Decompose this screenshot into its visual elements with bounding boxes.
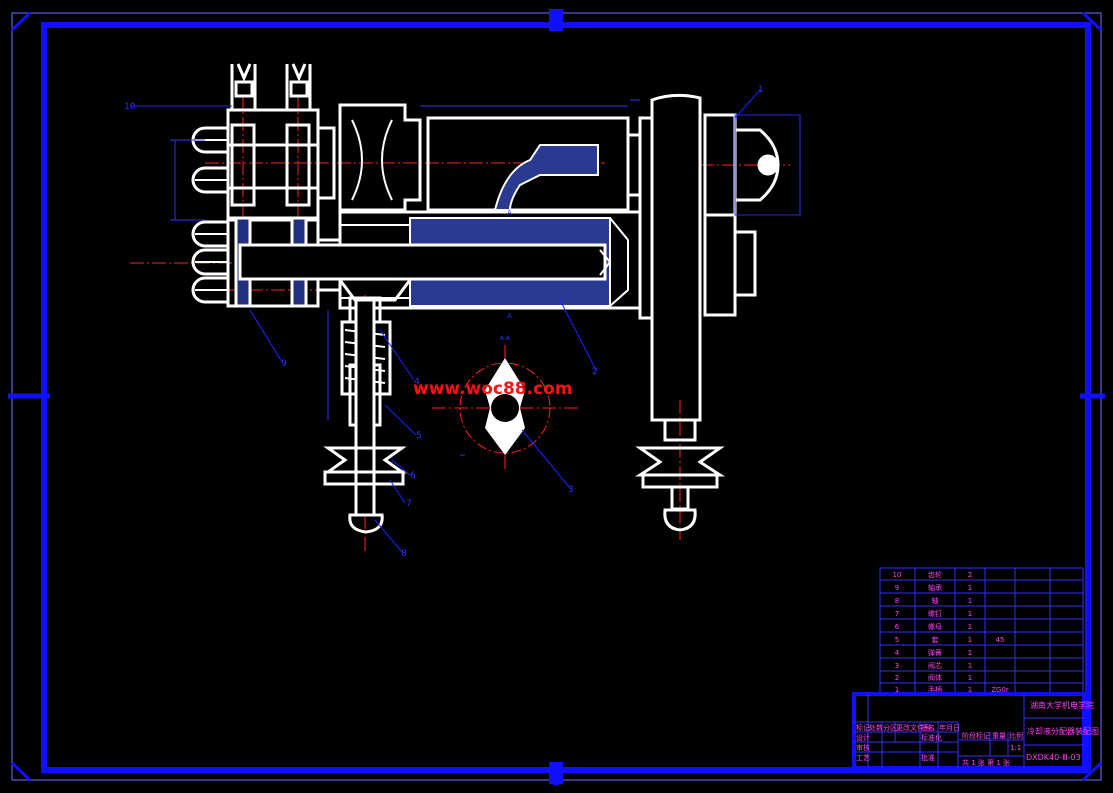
section-title: A-A xyxy=(500,335,511,342)
row-qty: 1 xyxy=(968,584,972,592)
parts-list-text: 10 齿轮 2 9 轴承 1 8 轴 1 7 螺钉 1 6 螺母 1 5 套 1… xyxy=(893,570,1009,694)
tb-label: 批准 xyxy=(921,753,935,762)
row-qty: 1 xyxy=(968,610,972,618)
row-no: 9 xyxy=(895,584,899,592)
row-no: 3 xyxy=(895,662,899,670)
valve-body xyxy=(238,103,642,310)
callout-5: 5 xyxy=(416,431,422,441)
tb-label: 比例 xyxy=(1009,731,1023,740)
callout-6: 6 xyxy=(410,471,416,481)
row-no: 7 xyxy=(895,610,899,618)
row-no: 2 xyxy=(895,674,899,682)
row-name: 螺母 xyxy=(928,622,942,631)
spring-plunger xyxy=(323,296,407,534)
callout-labels: 10 1 2 4 5 6 7 8 3 9 A A A-A xyxy=(124,85,764,559)
row-name: 套 xyxy=(932,635,939,644)
tb-label: 标准化 xyxy=(921,733,942,742)
section-mark-top: A xyxy=(507,209,512,217)
row-qty: 1 xyxy=(968,597,972,605)
row-qty: 1 xyxy=(968,674,972,682)
tb-drawing-code: DXDK40-Ⅲ-03 xyxy=(1026,753,1081,762)
row-name: 阀体 xyxy=(928,673,942,682)
title-block: 标记 处数 分区 更改文件号 签名 年月日 设计 标准化 阶段标记 重量 比例 … xyxy=(852,692,1099,770)
tb-label: 阶段标记 xyxy=(962,731,990,740)
tb-scale: 1:1 xyxy=(1010,744,1021,752)
row-name: 齿轮 xyxy=(928,570,942,579)
tb-label: 签名 xyxy=(921,723,935,732)
section-a-a xyxy=(459,358,551,455)
row-name: 轴 xyxy=(932,596,939,605)
tb-label: 年月日 xyxy=(939,723,960,732)
callout-8: 8 xyxy=(401,549,407,559)
row-no: 8 xyxy=(895,597,899,605)
right-assembly xyxy=(634,93,801,532)
callout-2: 2 xyxy=(592,367,598,377)
callout-9: 9 xyxy=(281,359,287,369)
row-name: 螺钉 xyxy=(928,609,942,618)
callout-1: 1 xyxy=(758,85,764,95)
tb-school: 湖南大学机电学院 xyxy=(1030,700,1094,710)
tb-label: 设计 xyxy=(856,733,870,742)
tb-sheet-info: 共 1 张 第 1 张 xyxy=(962,758,1010,767)
leaders xyxy=(130,89,761,553)
tb-label: 处数 xyxy=(869,723,883,732)
callout-7: 7 xyxy=(406,499,412,509)
row-no: 10 xyxy=(893,571,902,579)
row-qty: 1 xyxy=(968,623,972,631)
tb-label: 工艺 xyxy=(856,754,870,762)
row-qty: 1 xyxy=(968,686,972,694)
section-mark-bottom: A xyxy=(507,312,512,320)
row-name: 轴承 xyxy=(928,583,942,592)
tb-label: 更改文件号 xyxy=(896,723,931,732)
parts-list xyxy=(879,567,1084,696)
gear-pair xyxy=(191,63,336,222)
watermark: www.woc88.com xyxy=(413,379,573,399)
callout-10: 10 xyxy=(124,102,136,112)
tb-label: 标记 xyxy=(856,723,870,732)
row-no: 5 xyxy=(895,636,899,644)
row-no: 4 xyxy=(895,649,900,657)
row-note: 45 xyxy=(996,636,1005,644)
row-note: ZG0r xyxy=(991,686,1009,694)
row-name: 弹簧 xyxy=(928,648,942,657)
drawing-frame xyxy=(8,9,1105,785)
tb-drawing-name: 冷却液分配器装配图 xyxy=(1027,726,1099,736)
row-qty: 1 xyxy=(968,636,972,644)
row-qty: 1 xyxy=(968,649,972,657)
tb-label: 审核 xyxy=(856,743,870,752)
tb-label: 重量 xyxy=(992,732,1006,740)
tb-label: 分区 xyxy=(883,723,897,732)
row-name: 手柄 xyxy=(928,685,942,694)
row-no: 6 xyxy=(895,623,900,631)
row-no: 1 xyxy=(895,686,899,694)
row-qty: 2 xyxy=(968,571,972,579)
row-name: 阀芯 xyxy=(928,661,942,670)
dimension-lines xyxy=(170,99,801,456)
callout-3: 3 xyxy=(568,485,574,495)
callout-4: 4 xyxy=(414,377,420,387)
row-qty: 1 xyxy=(968,662,972,670)
